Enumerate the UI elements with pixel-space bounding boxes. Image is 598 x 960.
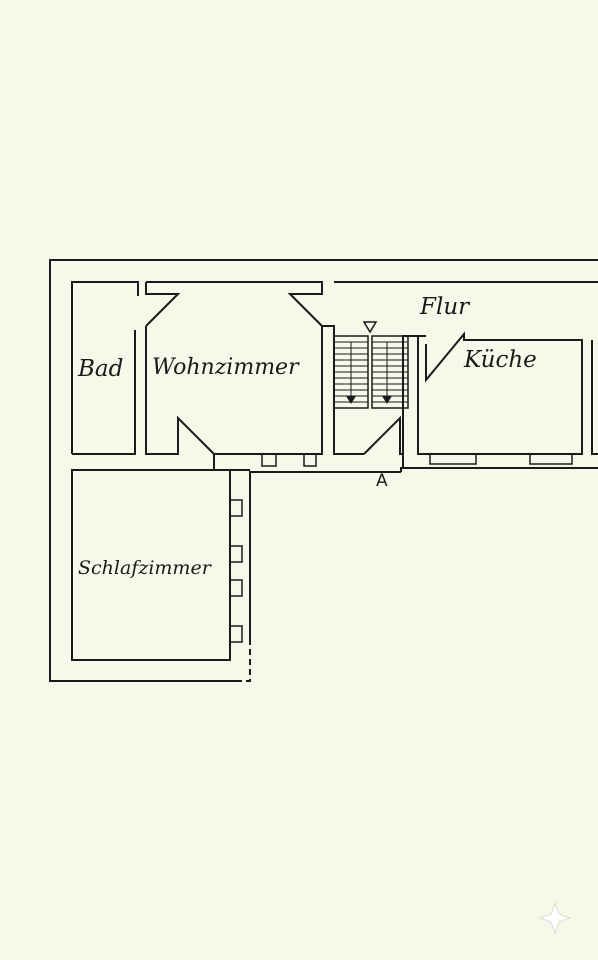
- room-kueche: [402, 331, 598, 468]
- entrance-label: A: [376, 471, 388, 491]
- room-label-schlafzimmer: Schlafzimmer: [78, 557, 213, 579]
- sparkle-watermark-icon: [538, 901, 572, 935]
- window-niches: [230, 454, 573, 643]
- room-label-bad: Bad: [77, 356, 123, 382]
- room-wohnzimmer: [145, 281, 323, 471]
- room-label-flur: Flur: [419, 294, 471, 320]
- stair-down-arrow-icon: [382, 396, 392, 404]
- room-label-wohnzimmer: Wohnzimmer: [152, 355, 300, 380]
- level-marker-icon: [362, 321, 378, 334]
- room-bad: [71, 281, 139, 455]
- staircase: [333, 321, 409, 409]
- room-label-kueche: Küche: [463, 347, 537, 373]
- stair-down-arrow-icon: [346, 396, 356, 404]
- outer-walls: [49, 259, 598, 682]
- room-schlafzimmer: [71, 469, 231, 661]
